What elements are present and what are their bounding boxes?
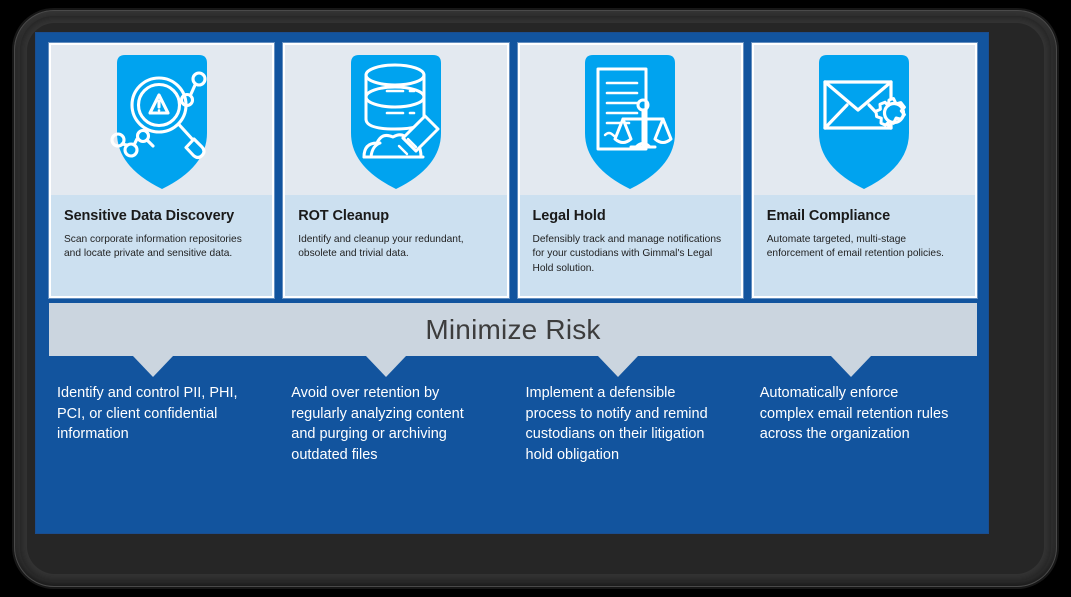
card-title: Sensitive Data Discovery [64, 208, 235, 224]
feature-card-row: Sensitive Data Discovery Scan corporate … [49, 43, 977, 298]
feature-card-email-compliance[interactable]: Email Compliance Automate targeted, mult… [751, 43, 977, 298]
card-title: ROT Cleanup [298, 208, 389, 224]
card-icon-area [519, 45, 741, 195]
feature-card-sensitive-data-discovery[interactable]: Sensitive Data Discovery Scan corporate … [49, 43, 275, 298]
card-text-area: Legal Hold Defensibly track and manage n… [519, 195, 741, 296]
benefit-item: Avoid over retention by regularly analyz… [283, 383, 508, 465]
sensitive-data-discovery-icon [110, 55, 207, 189]
banner-arrow-2 [366, 356, 406, 377]
card-description: Scan corporate information repositories … [64, 233, 242, 260]
card-text-area: Sensitive Data Discovery Scan corporate … [51, 195, 273, 296]
card-title: Email Compliance [766, 208, 891, 224]
minimize-risk-banner: Minimize Risk [49, 303, 977, 356]
card-description: Automate targeted, multi-stage enforceme… [766, 233, 944, 260]
benefit-text: Implement a defensible process to notify… [525, 385, 708, 463]
card-title: Legal Hold [532, 208, 606, 224]
benefit-text: Avoid over retention by regularly analyz… [291, 385, 464, 463]
banner-title: Minimize Risk [425, 313, 601, 345]
card-icon-area [753, 45, 975, 195]
card-icon-area [285, 45, 507, 195]
feature-card-legal-hold[interactable]: Legal Hold Defensibly track and manage n… [517, 43, 743, 298]
card-text-area: Email Compliance Automate targeted, mult… [753, 195, 975, 296]
benefit-text: Automatically enforce complex email rete… [759, 385, 949, 443]
card-description: Defensibly track and manage notification… [532, 233, 722, 274]
slide-canvas: Sensitive Data Discovery Scan corporate … [35, 32, 989, 534]
card-description: Identify and cleanup your redundant, obs… [298, 233, 464, 260]
feature-card-rot-cleanup[interactable]: ROT Cleanup Identify and cleanup your re… [283, 43, 509, 298]
benefit-item: Identify and control PII, PHI, PCI, or c… [49, 383, 274, 465]
email-compliance-icon [819, 55, 910, 189]
benefit-text: Identify and control PII, PHI, PCI, or c… [57, 385, 238, 443]
benefit-row: Identify and control PII, PHI, PCI, or c… [49, 383, 977, 465]
banner-arrow-4 [831, 356, 871, 377]
benefit-item: Implement a defensible process to notify… [518, 383, 743, 465]
rot-cleanup-icon [350, 55, 441, 189]
benefit-item: Automatically enforce complex email rete… [752, 383, 977, 465]
banner-arrow-3 [598, 356, 638, 377]
card-text-area: ROT Cleanup Identify and cleanup your re… [285, 195, 507, 296]
legal-hold-icon [585, 55, 676, 189]
card-icon-area [51, 45, 273, 195]
banner-arrow-1 [133, 356, 173, 377]
